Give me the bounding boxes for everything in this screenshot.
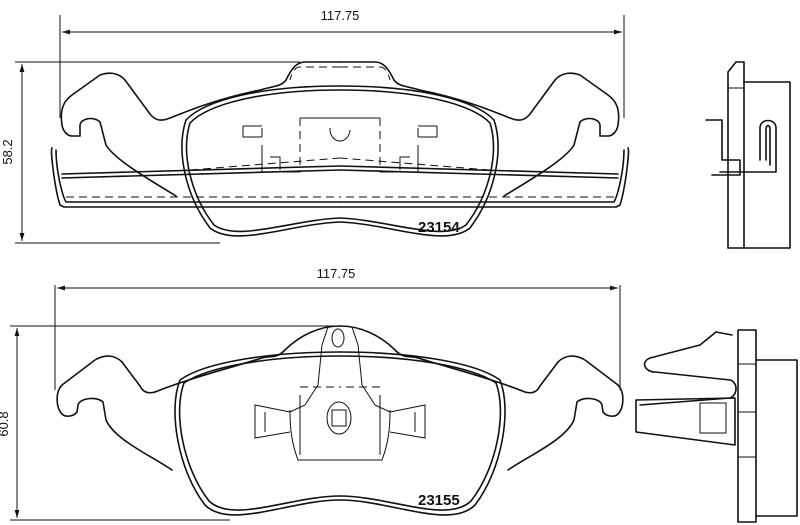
center-clip-icon	[329, 127, 351, 142]
pad-23154: 117.75 58.2 23154	[0, 8, 791, 249]
height-label: 58.2	[0, 139, 15, 164]
width-label: 117.75	[321, 8, 360, 23]
center-clip-icon	[331, 409, 347, 427]
width-label: 117.75	[317, 266, 356, 281]
pad-23155: 117.75 60.8 23155	[0, 266, 798, 523]
part-number: 23154	[418, 219, 460, 236]
tab-hole	[331, 328, 345, 348]
side-view-23154	[705, 61, 791, 249]
part-number: 23155	[418, 492, 460, 509]
height-label: 60.8	[0, 411, 11, 436]
side-view-23155	[635, 329, 798, 523]
